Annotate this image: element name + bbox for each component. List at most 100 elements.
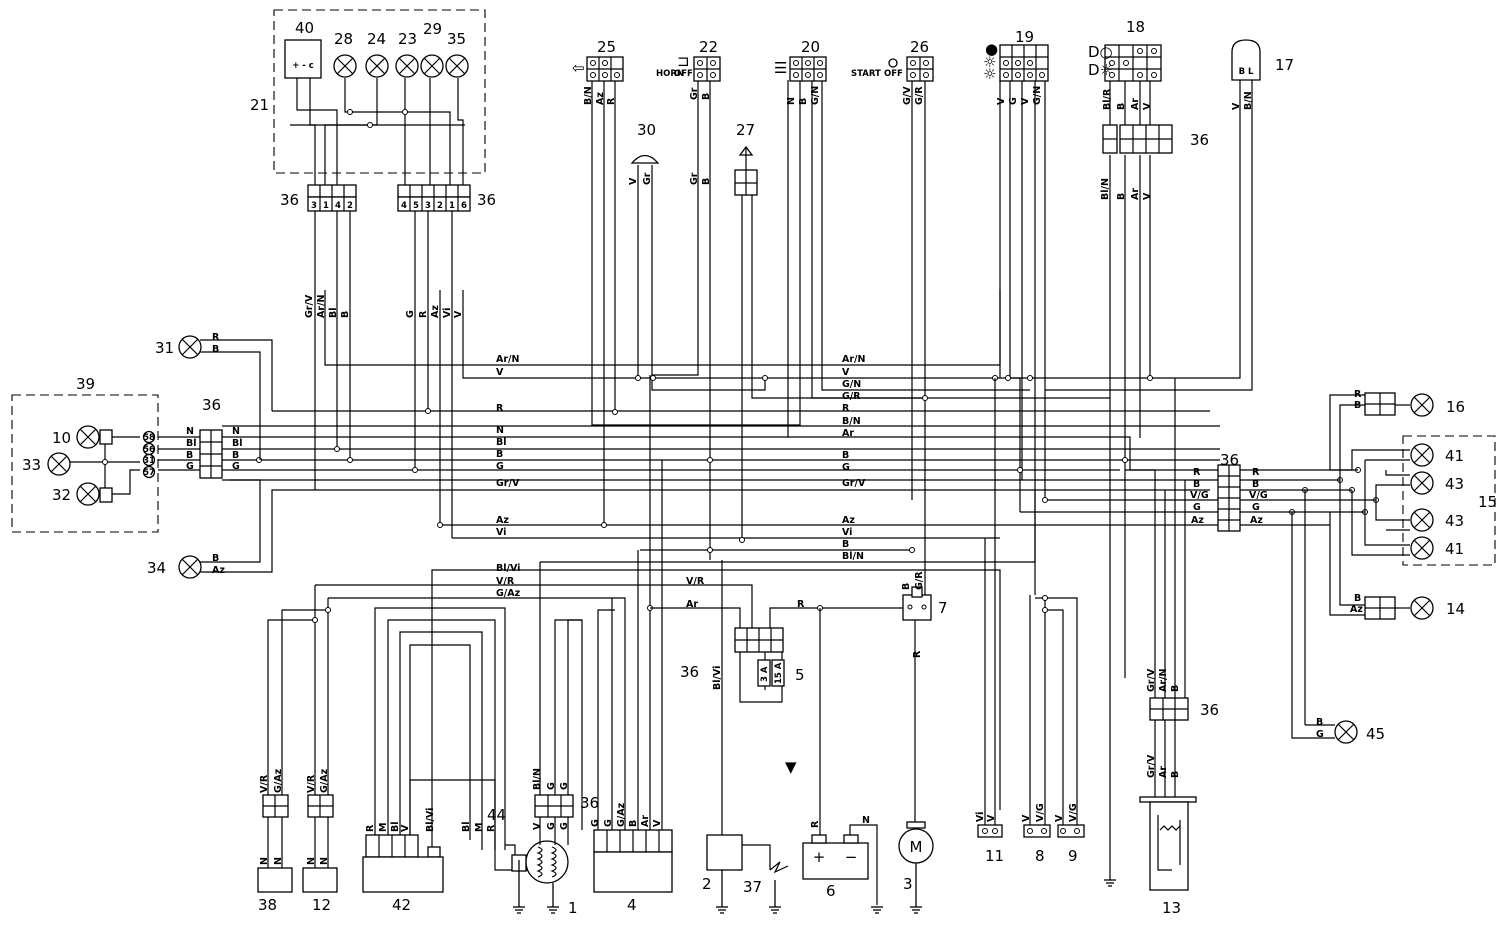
svg-text:G: G: [232, 461, 240, 472]
svg-text:Bl: Bl: [232, 438, 243, 449]
svg-text:G/Az: G/Az: [496, 588, 521, 599]
svg-text:Gr/V: Gr/V: [1146, 668, 1157, 692]
svg-text:M: M: [378, 823, 389, 832]
svg-text:36: 36: [477, 191, 496, 209]
svg-text:33: 33: [22, 456, 41, 474]
cluster-pin-56: 56: [143, 445, 155, 455]
svg-text:42: 42: [392, 896, 411, 914]
svg-text:4: 4: [401, 201, 407, 211]
svg-text:N: N: [786, 97, 797, 105]
svg-text:Az: Az: [212, 565, 225, 576]
svg-text:Vi: Vi: [442, 308, 453, 318]
svg-text:1: 1: [323, 201, 329, 211]
high-beam-icon: D○: [1088, 43, 1113, 61]
component-12: [302, 867, 338, 893]
svg-text:45: 45: [1366, 725, 1385, 743]
svg-text:G: G: [1008, 97, 1019, 105]
svg-text:Bl/R: Bl/R: [1102, 88, 1113, 110]
svg-text:B: B: [1316, 717, 1323, 728]
low-beam-icon: D☼: [1088, 61, 1113, 79]
connector-36-under-18: [1102, 124, 1173, 154]
relay-40-terminals: + - c: [292, 61, 314, 71]
svg-text:Bl/N: Bl/N: [532, 768, 543, 790]
svg-text:V: V: [986, 814, 997, 822]
svg-text:Vi: Vi: [842, 527, 852, 538]
svg-text:G: G: [590, 819, 601, 827]
svg-text:44: 44: [487, 806, 506, 824]
lamp-41-top: [1410, 443, 1434, 467]
svg-text:V: V: [842, 367, 850, 378]
svg-text:B L: B L: [1239, 67, 1254, 77]
svg-text:N: N: [186, 426, 194, 437]
svg-text:G: G: [405, 310, 416, 318]
headlight-enclosure-21: [273, 9, 486, 174]
svg-text:N: N: [232, 426, 240, 437]
svg-text:G: G: [559, 822, 570, 830]
svg-text:24: 24: [367, 30, 386, 48]
turn-signal-icon: ⇦: [572, 59, 585, 77]
rear-light-enclosure-15: [1402, 435, 1496, 566]
generator-1: [511, 840, 569, 884]
svg-text:G/Az: G/Az: [616, 802, 627, 827]
svg-text:1: 1: [449, 201, 455, 211]
fuse-15a: 15 A: [774, 662, 784, 684]
bulb-24: [365, 54, 389, 78]
svg-text:+: +: [813, 848, 826, 866]
svg-text:G/N: G/N: [1032, 86, 1043, 105]
svg-text:V/R: V/R: [306, 774, 317, 793]
svg-text:G/Az: G/Az: [319, 768, 330, 793]
svg-text:13: 13: [1162, 899, 1181, 917]
svg-text:Az: Az: [430, 305, 441, 318]
start-icon: [888, 58, 898, 68]
ground-symbols: [513, 860, 1116, 914]
svg-text:26: 26: [910, 38, 929, 56]
svg-text:1: 1: [568, 899, 578, 917]
svg-text:R: R: [810, 820, 821, 828]
svg-text:36: 36: [202, 396, 221, 414]
svg-text:G: G: [1193, 502, 1201, 513]
instrument-cluster-enclosure-39: [11, 394, 159, 533]
svg-text:B: B: [1252, 479, 1259, 490]
svg-text:3: 3: [425, 201, 431, 211]
svg-text:21: 21: [250, 96, 269, 114]
svg-text:14: 14: [1446, 600, 1465, 618]
lamp-45: [1334, 720, 1358, 744]
connector-36-generator: [534, 794, 574, 818]
bulb-35: [445, 54, 469, 78]
svg-text:R: R: [1193, 467, 1201, 478]
lamp-32: [76, 482, 100, 506]
lamp-33: [47, 452, 71, 476]
connector-36-rear: [1217, 464, 1241, 532]
cluster-pin-58: 58: [143, 433, 155, 443]
horn-30: [630, 154, 660, 164]
svg-text:6: 6: [461, 201, 467, 211]
svg-text:3: 3: [903, 875, 913, 893]
svg-text:20: 20: [801, 38, 820, 56]
svg-text:−: −: [845, 848, 858, 866]
svg-text:R: R: [212, 332, 220, 343]
cluster-pins: 58 56 31 57: [142, 430, 156, 479]
svg-text:V/G: V/G: [1249, 490, 1268, 501]
connector-12-upper: [307, 794, 334, 818]
svg-text:V: V: [1021, 814, 1032, 822]
svg-text:G: G: [546, 822, 557, 830]
relay-40: [284, 39, 322, 79]
svg-text:4: 4: [627, 896, 637, 914]
svg-text:Bl/N: Bl/N: [1100, 178, 1111, 200]
svg-text:N: N: [259, 857, 270, 865]
svg-text:12: 12: [312, 896, 331, 914]
switch-26: START OFF: [851, 56, 934, 82]
svg-text:Bl: Bl: [328, 308, 339, 319]
lamp-10: [76, 425, 100, 449]
svg-text:B: B: [186, 450, 193, 461]
svg-text:35: 35: [447, 30, 466, 48]
svg-text:5: 5: [795, 666, 805, 684]
starter-motor-3: M: [898, 821, 934, 864]
svg-text:Ar: Ar: [1130, 98, 1141, 110]
svg-text:36: 36: [1200, 701, 1219, 719]
arrow-marker: ▼: [785, 758, 797, 776]
regulator-4: [593, 829, 673, 893]
svg-text:G/N: G/N: [810, 86, 821, 105]
svg-text:2: 2: [437, 201, 443, 211]
